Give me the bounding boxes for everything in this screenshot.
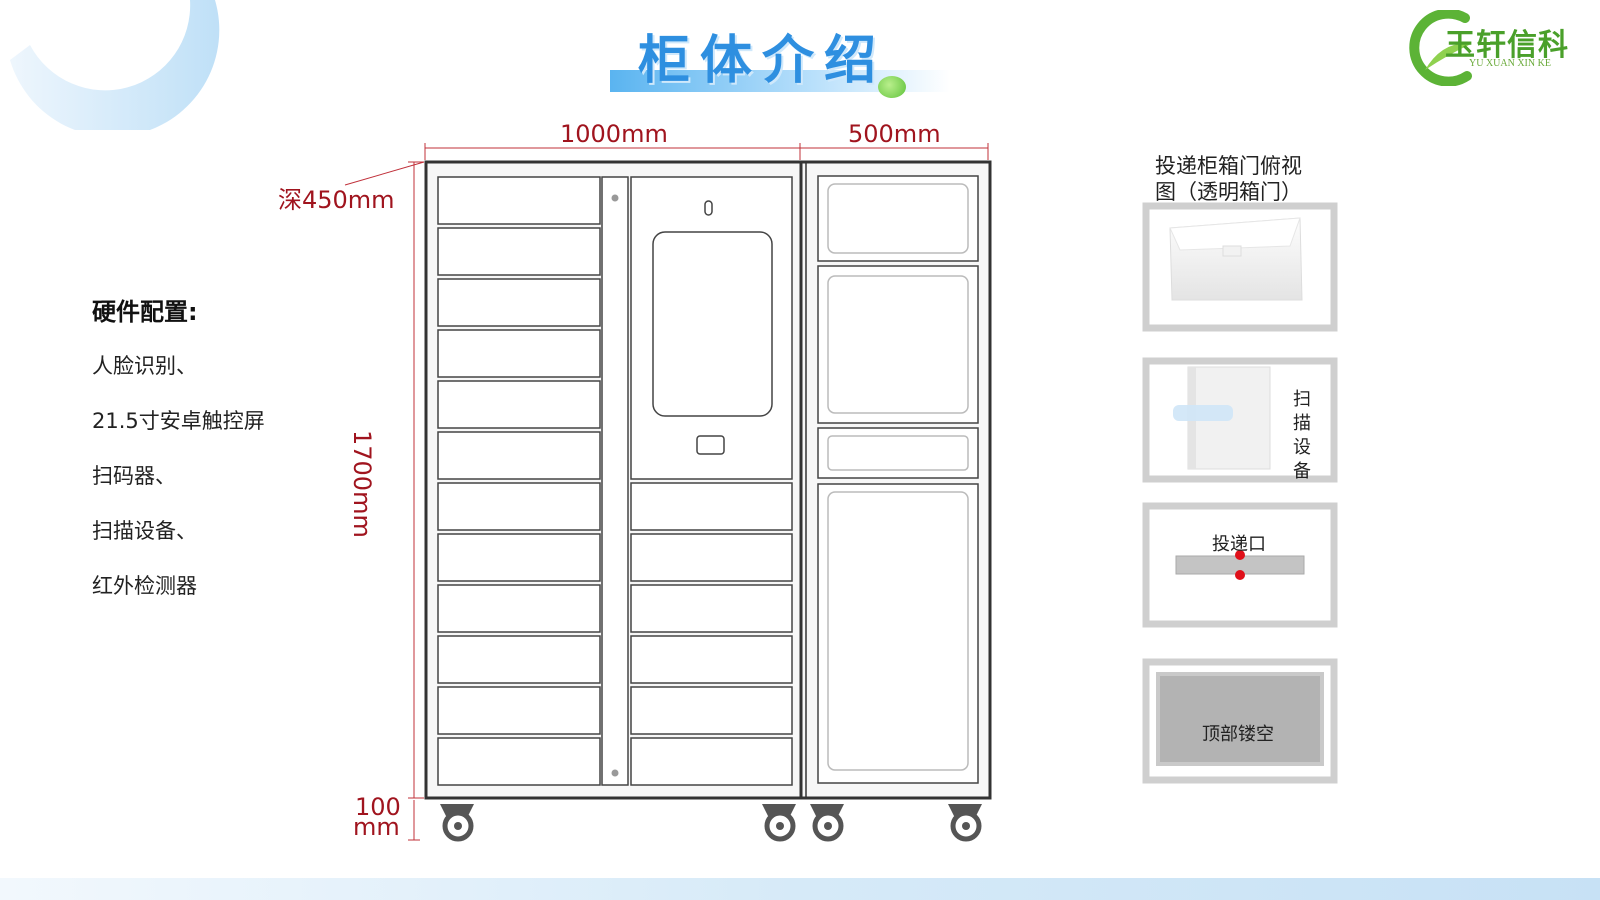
dimension-width-left: 1000mm	[560, 120, 668, 148]
side-detail-panels	[1142, 202, 1338, 784]
panel-scan-device	[1142, 357, 1338, 483]
locker-divider-strip	[601, 176, 629, 786]
middle-locker-column	[630, 482, 793, 786]
middle-locker-compartment	[630, 737, 793, 786]
right-locker-column	[817, 175, 979, 784]
hardware-item-scanner: 扫码器、	[92, 464, 176, 488]
left-locker-compartment	[437, 737, 601, 786]
caster-wheel-icon	[810, 804, 844, 842]
dimension-lines	[344, 143, 989, 841]
hardware-item-scan-device: 扫描设备、	[92, 519, 197, 543]
caster-wheel-icon	[948, 804, 982, 842]
delivery-port-label: 投递口	[1212, 534, 1266, 555]
page-title: 柜体介绍	[638, 31, 887, 91]
camera-icon	[704, 200, 713, 216]
top-view-label-line2: 图（透明箱门）	[1155, 180, 1302, 204]
top-view-label-line1: 投递柜箱门俯视	[1155, 154, 1302, 178]
left-locker-compartment	[437, 533, 601, 582]
left-locker-compartment	[437, 227, 601, 276]
decorative-arc	[10, 0, 220, 130]
logo-leaf-icon	[1409, 10, 1472, 86]
middle-locker-compartment	[630, 584, 793, 633]
title-green-dot	[878, 76, 906, 98]
left-locker-column	[437, 176, 601, 786]
hardware-item-infrared-detector: 红外检测器	[92, 574, 197, 598]
hardware-item-touchscreen: 21.5寸安卓触控屏	[92, 409, 265, 433]
hardware-title: 硬件配置:	[92, 298, 198, 326]
company-logo: 玉轩信科 YU XUAN XIN KE	[1405, 8, 1590, 86]
dimension-wheel-height-value: 100	[355, 793, 401, 821]
scanner-window	[696, 435, 725, 455]
middle-locker-compartment	[630, 533, 793, 582]
caster-wheel-icon	[440, 804, 474, 842]
left-locker-compartment	[437, 329, 601, 378]
panel-top-hollow	[1142, 658, 1338, 784]
scan-device-label: 扫描设备	[1293, 389, 1311, 482]
left-locker-compartment	[437, 635, 601, 684]
top-hollow-label: 顶部镂空	[1202, 724, 1274, 745]
panel-top-view	[1142, 202, 1338, 332]
divider-screw-top	[611, 194, 619, 202]
dimension-height: 1700mm	[348, 430, 376, 538]
dimension-depth: 深450mm	[278, 186, 395, 214]
hardware-item-face-recognition: 人脸识别、	[92, 354, 197, 378]
wheels	[440, 804, 982, 842]
page-title-block: 柜体介绍	[610, 18, 970, 98]
left-locker-compartment	[437, 584, 601, 633]
dimension-wheel-height-unit: mm	[353, 813, 400, 841]
touchscreen	[652, 231, 773, 417]
logo-english-text: YU XUAN XIN KE	[1469, 58, 1551, 69]
logo-chinese-text: 玉轩信科	[1445, 28, 1569, 63]
left-locker-compartment	[437, 686, 601, 735]
title-underline-bar	[610, 70, 950, 92]
caster-wheel-icon	[762, 804, 796, 842]
left-locker-compartment	[437, 278, 601, 327]
dimension-width-right: 500mm	[848, 120, 941, 148]
left-locker-compartment	[437, 176, 601, 225]
left-locker-compartment	[437, 431, 601, 480]
middle-locker-compartment	[630, 635, 793, 684]
middle-locker-compartment	[630, 686, 793, 735]
middle-locker-compartment	[630, 482, 793, 531]
left-locker-compartment	[437, 380, 601, 429]
bottom-gradient-band	[0, 878, 1600, 900]
divider-screw-bottom	[611, 769, 619, 777]
panel-delivery-port	[1142, 502, 1338, 628]
left-locker-compartment	[437, 482, 601, 531]
